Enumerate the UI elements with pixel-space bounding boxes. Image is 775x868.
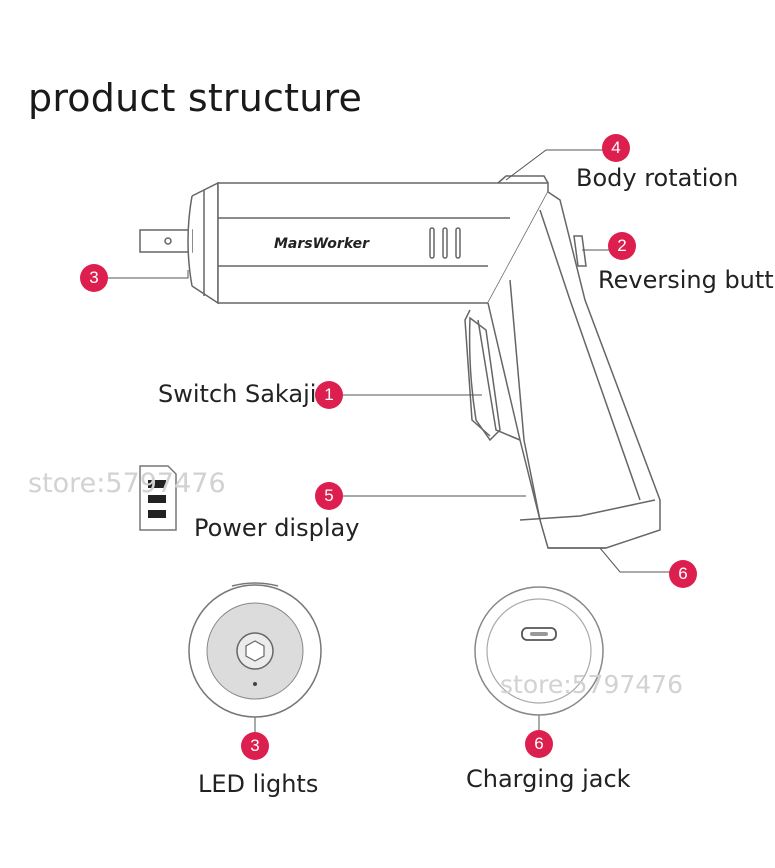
charging-end-view bbox=[474, 586, 604, 716]
callout-label-led-lights: LED lights bbox=[198, 770, 319, 798]
store-watermark: store:5797476 bbox=[500, 670, 683, 699]
callout-badge-5: 5 bbox=[315, 482, 343, 510]
callout-badge-4: 4 bbox=[602, 134, 630, 162]
leader-line-3 bbox=[107, 270, 189, 279]
callout-badge-3-front: 3 bbox=[80, 264, 108, 292]
callout-label-switch: Switch Sakaji bbox=[158, 380, 317, 408]
callout-label-body-rotation: Body rotation bbox=[576, 164, 739, 192]
callout-badge-1: 1 bbox=[315, 381, 343, 409]
callout-label-charging-jack: Charging jack bbox=[466, 765, 631, 793]
led-end-view bbox=[188, 582, 322, 718]
battery-indicator-icon bbox=[139, 465, 177, 531]
callout-badge-3-led: 3 bbox=[241, 732, 269, 760]
store-watermark: store:5797476 bbox=[28, 468, 226, 499]
leader-line-6 bbox=[599, 547, 670, 573]
callout-badge-2: 2 bbox=[608, 232, 636, 260]
leader-line-4 bbox=[505, 149, 604, 181]
callout-badge-6-bottom: 6 bbox=[669, 560, 697, 588]
screwdriver-illustration bbox=[139, 175, 661, 549]
brand-logo: MarsWorker bbox=[274, 236, 370, 252]
page-title: product structure bbox=[28, 76, 363, 120]
callout-label-power-display: Power display bbox=[194, 514, 360, 542]
callout-label-reversing-button: Reversing button bbox=[598, 266, 775, 294]
callout-badge-6-charging: 6 bbox=[525, 730, 553, 758]
